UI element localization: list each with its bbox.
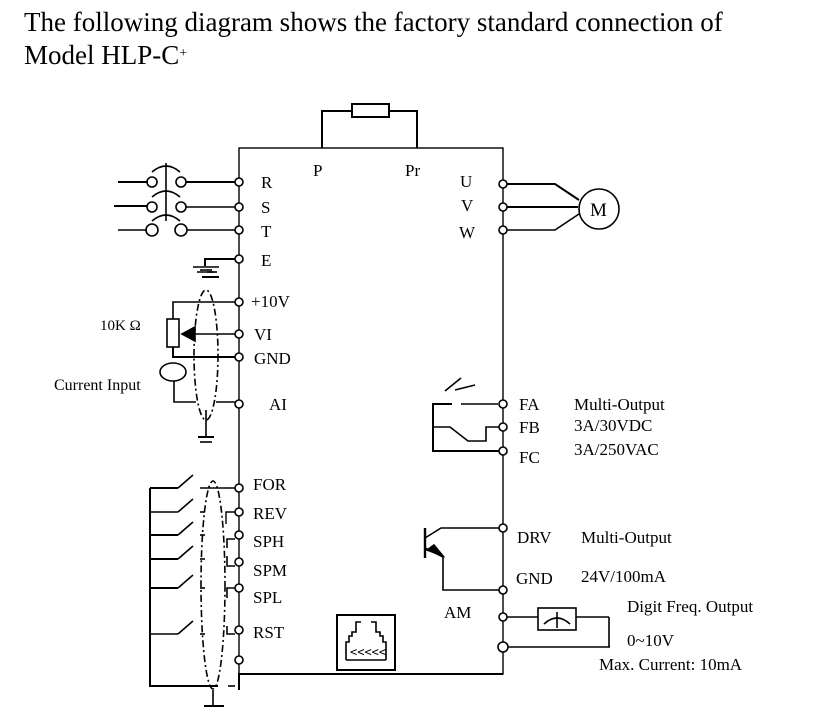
label-ai: AI xyxy=(269,395,287,414)
motor-icon: M xyxy=(578,188,620,230)
terminal-w xyxy=(498,225,508,235)
label-w: W xyxy=(459,223,476,242)
label-drv: DRV xyxy=(517,528,552,547)
label-fc: FC xyxy=(519,448,540,467)
label-s: S xyxy=(261,198,270,217)
rj45-port-icon: <<<<< xyxy=(336,614,396,671)
label-u: U xyxy=(460,172,472,191)
terminal-sph xyxy=(234,530,244,540)
potentiometer-label: 10K Ω xyxy=(100,318,141,334)
terminal-v xyxy=(498,202,508,212)
model-name: Model HLP-C xyxy=(24,40,180,70)
terminal-am xyxy=(498,612,508,622)
digital-input-wiring xyxy=(149,474,503,707)
am-note-1: Digit Freq. Output xyxy=(627,597,753,616)
analog-meter-icon xyxy=(537,607,577,631)
terminal-gnd-oc xyxy=(498,585,508,595)
current-input-label: Current Input xyxy=(54,377,141,394)
label-for: FOR xyxy=(253,475,287,494)
label-spl: SPL xyxy=(253,588,282,607)
terminal-fa xyxy=(498,399,508,409)
terminal-for xyxy=(234,483,244,493)
label-rst: RST xyxy=(253,623,285,642)
terminal-spl xyxy=(234,583,244,593)
page-heading: The following diagram shows the factory … xyxy=(24,6,723,72)
heading-line-2: Model HLP-C+ xyxy=(24,39,723,72)
label-v: V xyxy=(461,196,474,215)
circuit-breaker-icon xyxy=(114,163,235,237)
oc-note-2: 24V/100mA xyxy=(581,567,667,586)
am-output-wiring xyxy=(497,612,610,653)
transistor-icon xyxy=(423,523,508,595)
label-gnd-oc: GND xyxy=(516,569,553,588)
am-note-2: 0~10V xyxy=(627,631,675,650)
terminal-fb xyxy=(498,422,508,432)
model-superscript: + xyxy=(179,46,188,61)
label-r: R xyxy=(261,173,273,192)
label-fa: FA xyxy=(519,395,540,414)
label-vi: VI xyxy=(254,325,272,344)
label-rev: REV xyxy=(253,504,288,523)
motor-label: M xyxy=(590,200,607,221)
label-t: T xyxy=(261,222,272,241)
label-spm: SPM xyxy=(253,561,287,580)
terminal-drv xyxy=(498,523,508,533)
resistor-icon xyxy=(321,103,418,148)
am-note-3: Max. Current: 10mA xyxy=(599,655,743,674)
shielded-cable-analog xyxy=(193,289,219,421)
terminal-e xyxy=(234,254,244,264)
power-input-terminals xyxy=(234,177,244,264)
terminal-com xyxy=(234,655,244,665)
label-sph: SPH xyxy=(253,532,284,551)
terminal-am-gnd xyxy=(497,641,509,653)
terminal-spm xyxy=(234,557,244,567)
heading-line-1: The following diagram shows the factory … xyxy=(24,7,723,37)
terminal-r xyxy=(234,177,244,187)
terminal-s xyxy=(234,202,244,212)
label-10v: +10V xyxy=(251,292,291,311)
terminal-rst xyxy=(234,625,244,635)
terminal-rev xyxy=(234,507,244,517)
analog-input-wiring xyxy=(159,271,244,443)
terminal-t xyxy=(234,225,244,235)
terminal-pr: Pr xyxy=(405,161,420,180)
oc-note-1: Multi-Output xyxy=(581,528,672,547)
terminal-vi xyxy=(234,329,244,339)
relay-contact-icon xyxy=(432,377,508,456)
terminal-10v xyxy=(234,297,244,307)
label-am: AM xyxy=(444,603,471,622)
current-input-icon xyxy=(159,362,187,382)
terminal-ai xyxy=(234,399,244,409)
svg-text:<<<<<: <<<<< xyxy=(350,645,386,659)
terminal-gnd xyxy=(234,352,244,362)
label-gnd: GND xyxy=(254,349,291,368)
motor-wiring xyxy=(498,179,580,235)
ground-icon xyxy=(193,258,235,278)
terminal-u xyxy=(498,179,508,189)
shielded-cable-digital xyxy=(200,480,226,690)
potentiometer-icon xyxy=(166,318,180,348)
label-e: E xyxy=(261,251,271,270)
terminal-fc xyxy=(498,446,508,456)
relay-note-1: Multi-Output xyxy=(574,395,665,414)
relay-note-3: 3A/250VAC xyxy=(574,440,659,459)
relay-note-2: 3A/30VDC xyxy=(574,416,652,435)
terminal-p: P xyxy=(313,161,322,180)
label-fb: FB xyxy=(519,418,540,437)
